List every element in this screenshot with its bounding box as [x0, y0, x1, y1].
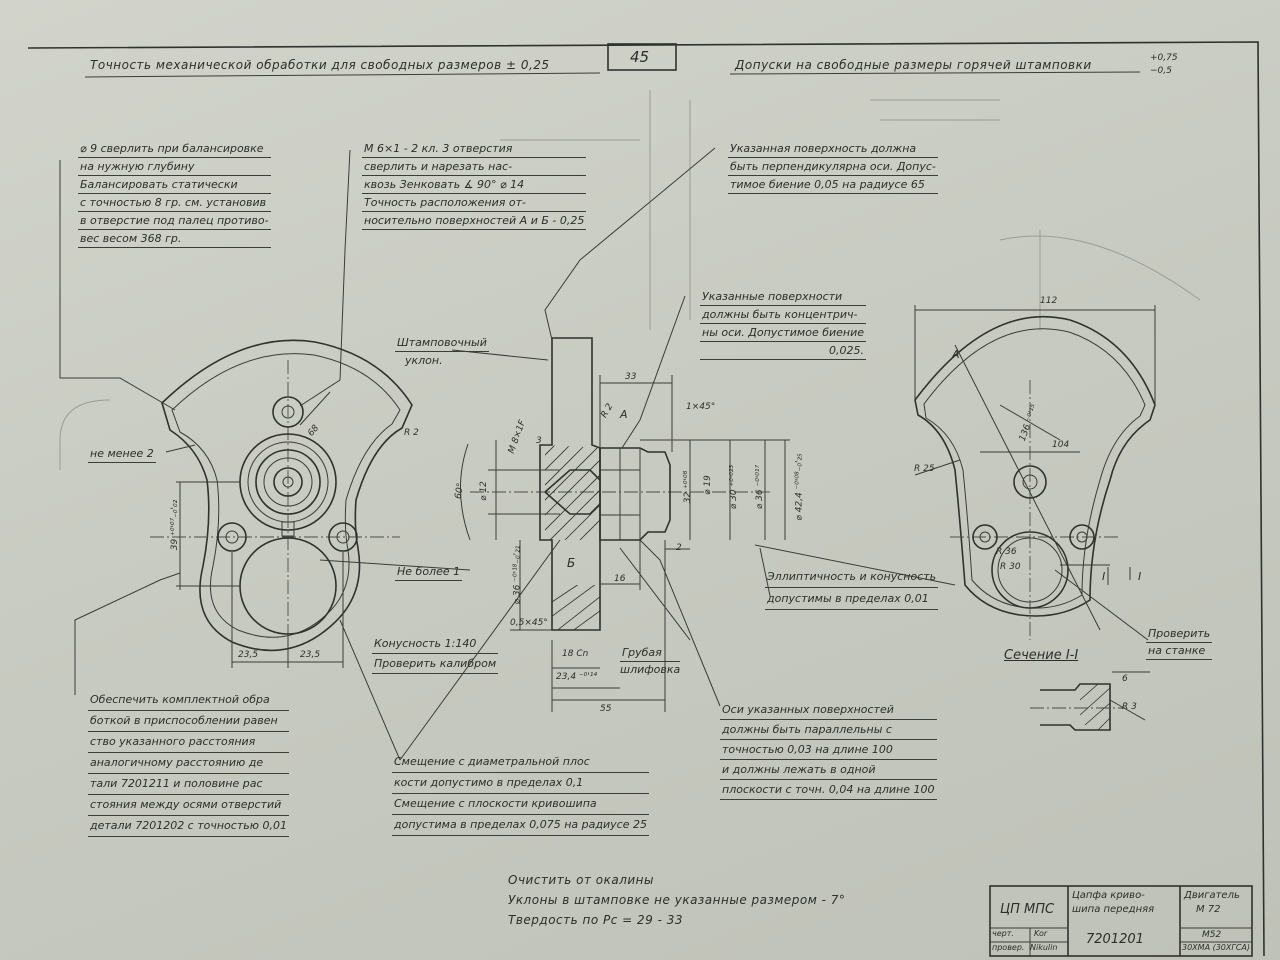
boss-center — [282, 476, 294, 488]
top-hole-inner — [281, 405, 295, 419]
dim-r3: R 3 — [1122, 702, 1137, 712]
note-balance: ⌀ 9 сверлить при балансировке на нужную … — [78, 140, 271, 248]
tb-name1: Цапфа криво- — [1072, 890, 1145, 901]
boss-ring-4 — [263, 457, 313, 507]
boss-ring-3 — [255, 449, 321, 515]
dim-235-right: 23,5 — [300, 650, 321, 660]
outline-bore — [991, 531, 1069, 609]
outline-top-hole — [1013, 465, 1047, 499]
dim-104: 104 — [1052, 440, 1070, 450]
right-hole-inner — [336, 530, 350, 544]
section-profile — [1040, 683, 1111, 731]
dim-6: 6 — [1122, 674, 1128, 684]
header-underline — [84, 72, 601, 78]
sheet-number-box — [607, 43, 677, 71]
title-block-lines — [989, 885, 1253, 957]
dim-d12: ⌀ 12 — [478, 481, 489, 501]
tb-engine1: Двигатель — [1184, 890, 1240, 901]
plate-inner-contour — [171, 353, 401, 638]
dim-r2-left: R 2 — [404, 428, 419, 438]
header-tol-plus: +0,75 — [1150, 53, 1178, 63]
dim-r25: R 25 — [914, 464, 935, 474]
dim-chamfer: 1×45° — [686, 402, 716, 412]
ghost-lines — [59, 90, 1201, 470]
header-right-note: Допуски на свободные размеры горячей шта… — [735, 58, 1092, 72]
note-not-more: Не более 1 — [395, 563, 463, 581]
tb-check-label: провер. — [992, 943, 1025, 952]
dim-2: 2 — [676, 543, 682, 553]
dim-55: 55 — [600, 704, 612, 714]
dim-32: 32 ⁺⁰'⁰⁸ — [683, 470, 694, 504]
tb-draw-label: черт. — [992, 929, 1014, 938]
header-left-note: Точность механической обработки для своб… — [90, 58, 550, 72]
dim-16: 16 — [614, 574, 626, 584]
dim-23: 23,4 ⁻⁰'¹⁴ — [556, 672, 597, 682]
tb-stamp: М52 — [1202, 930, 1222, 940]
section-detail — [1030, 671, 1150, 731]
dim-3: 3 — [536, 436, 542, 446]
note-concentric: Указанные поверхности должны быть концен… — [700, 288, 867, 360]
header-tol-minus: −0,5 — [1150, 66, 1172, 76]
label-a: А — [620, 408, 628, 421]
tb-name2: шипа передняя — [1072, 904, 1155, 915]
right-hole-outer — [328, 522, 358, 552]
note-perpendicular: Указанная поверхность должна быть перпен… — [728, 140, 938, 194]
note-parallel: Оси указанных поверхностей должны быть п… — [720, 700, 937, 800]
left-hole-inner — [225, 530, 239, 544]
tb-org: ЦП МПС — [1000, 902, 1055, 917]
tb-sig2: Nikulin — [1030, 943, 1058, 952]
dim-d36b: ⌀ 36 ⁻⁰'¹⁸₋₀'₂₁ — [512, 545, 523, 605]
note-bottom: Очистить от окалины Уклоны в штамповке н… — [508, 873, 846, 927]
dim-chamfer2: 0,5×45° — [510, 618, 548, 628]
key-slot — [281, 521, 295, 537]
section-title: Сечение I-I — [1004, 648, 1079, 663]
section-mark-left: I — [1102, 570, 1106, 583]
dim-d19: ⌀ 19 — [702, 475, 713, 495]
dim-112: 112 — [1040, 296, 1058, 306]
tb-sig1: Kor — [1034, 929, 1048, 938]
note-ellipticity: Эллиптичность и конусность допустимы в п… — [765, 566, 939, 610]
left-view — [59, 149, 471, 761]
label-b: Б — [567, 556, 576, 570]
note-set-machining: Обеспечить комплектной обра боткой в при… — [88, 690, 289, 837]
dim-18: 18 Сn — [562, 649, 589, 659]
top-hole-outer — [272, 396, 304, 428]
note-check-machine: Проверить на станке — [1146, 626, 1213, 660]
note-draft: Штамповочный уклон. — [395, 336, 489, 367]
plate-outer-contour — [161, 339, 413, 652]
dim-d36: ⌀ 36 ⁻⁰'⁰¹⁷ — [755, 464, 766, 510]
tb-material: 30ХМА (30ХГСА) — [1182, 943, 1250, 952]
outline-inner — [923, 328, 1146, 609]
dim-r36: R 36 — [996, 547, 1017, 557]
tb-number: 7201201 — [1086, 932, 1144, 947]
title-block: ЦП МПС Цапфа криво- шипа передняя Двигат… — [990, 886, 1252, 956]
section-mark-right: I — [1138, 570, 1142, 583]
dim-d42: ⌀ 42,4 ⁻⁰'⁰⁸₋₀'₂₅ — [794, 453, 805, 521]
right-view — [914, 305, 1156, 641]
dim-angle-label: А — [952, 348, 960, 361]
sheet-number: 45 — [630, 48, 650, 66]
center-view — [399, 147, 956, 761]
sheet-border — [27, 41, 1265, 957]
note-offset: Смещение с диаметральной плос кости допу… — [392, 752, 649, 836]
boss-ring-5 — [273, 467, 303, 497]
note-taper: Конусность 1:140 Проверить калибром — [372, 634, 499, 674]
note-thread: М 6×1 - 2 кл. 3 отверстия сверлить и нар… — [362, 140, 587, 230]
hub-contour — [599, 447, 671, 541]
note-not-less: не менее 2 — [88, 445, 156, 463]
left-hole-outer — [217, 522, 247, 552]
outline-outer — [914, 316, 1156, 617]
dim-33: 33 — [625, 372, 637, 382]
dim-235-left: 23,5 — [238, 650, 259, 660]
dim-r30: R 30 — [1000, 562, 1021, 572]
dim-39: 39 ⁺⁰'⁰⁷₋₀'₀₂ — [170, 499, 181, 551]
note-coarse-grind: Грубая шлифовка — [620, 646, 681, 676]
dim-d30: ⌀ 30 ⁺⁰'⁰²³ — [729, 464, 740, 510]
header-underline-right — [729, 71, 1141, 75]
tb-engine2: М 72 — [1196, 904, 1221, 915]
